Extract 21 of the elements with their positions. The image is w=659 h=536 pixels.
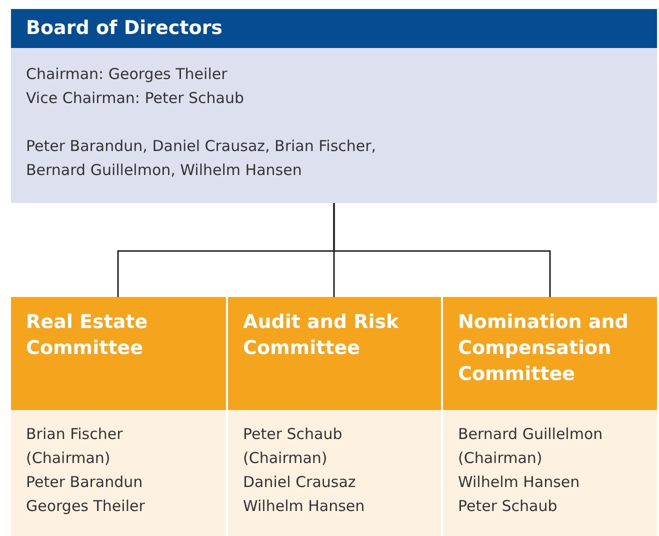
member-list: Peter Barandun, Daniel Crausaz, Brian Fischer, Bernard Guillelmon, Wilhelm Hansen — [11, 134, 401, 182]
member-name: Peter Schaub (Chairman) — [242, 424, 344, 469]
member-name: Wilhelm Hansen — [242, 496, 366, 517]
panel-heading: Real Estate Committee — [11, 297, 226, 410]
committee-panel — [228, 297, 441, 536]
member-name: Wilhelm Hansen — [457, 472, 581, 493]
member-list: Vice Chairman: Peter Schaub — [11, 86, 401, 110]
board-panel — [11, 9, 657, 203]
panel-heading: Board of Directors — [11, 9, 657, 48]
member-name: Bernard Guillelmon (Chairman) — [457, 424, 604, 469]
member-list: Chairman: Georges Theiler — [11, 62, 401, 86]
committee-panel — [11, 297, 226, 536]
member-name: Daniel Crausaz — [242, 472, 357, 493]
committee-panel — [443, 297, 657, 536]
panel-heading: Nomination and Compensation Committee — [443, 297, 657, 410]
member-name: Georges Theiler — [25, 496, 146, 517]
panel-heading: Audit and Risk Committee — [228, 297, 441, 410]
member-name: Peter Schaub — [457, 496, 558, 517]
member-name: Peter Barandun — [25, 472, 144, 493]
connector-line — [333, 203, 551, 297]
member-name: Brian Fischer (Chairman) — [25, 424, 124, 469]
